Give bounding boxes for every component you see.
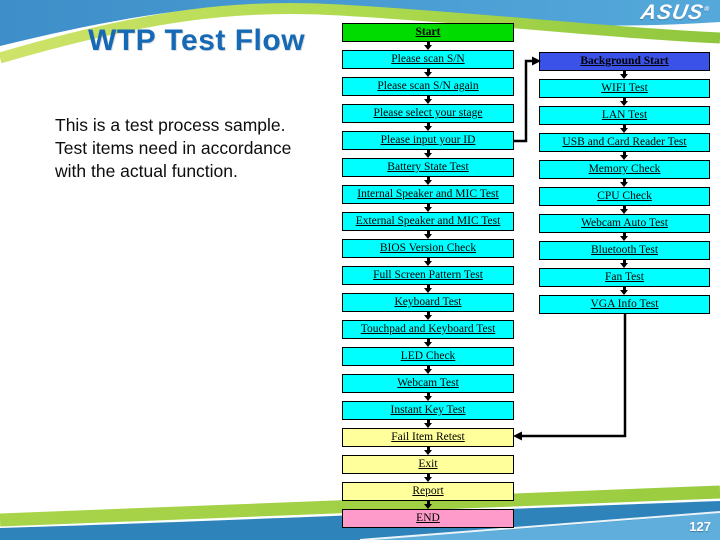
page-title: WTP Test Flow — [88, 24, 306, 57]
flow-step-instant-key-test: Instant Key Test — [342, 401, 514, 420]
flow-step-external-speaker-and-mic-test: External Speaker and MIC Test — [342, 212, 514, 231]
down-arrow-icon — [342, 204, 514, 212]
down-arrow-icon — [342, 177, 514, 185]
arrowhead-left — [513, 431, 522, 441]
page-number: 127 — [689, 519, 711, 534]
note-line: with the actual function. — [55, 161, 238, 181]
note-text: This is a test process sample. Test items… — [55, 114, 291, 183]
down-arrow-icon — [539, 71, 710, 79]
flow-step-wifi-test: WIFI Test — [539, 79, 710, 98]
asus-logo: ASUS® — [639, 1, 712, 24]
flow-step-cpu-check: CPU Check — [539, 187, 710, 206]
flow-step-please-input-your-id: Please input your ID — [342, 131, 514, 150]
flow-step-usb-and-card-reader-test: USB and Card Reader Test — [539, 133, 710, 152]
flow-step-bluetooth-test: Bluetooth Test — [539, 241, 710, 260]
down-arrow-icon — [342, 366, 514, 374]
down-arrow-icon — [539, 152, 710, 160]
flow-step-bios-version-check: BIOS Version Check — [342, 239, 514, 258]
flow-step-battery-state-test: Battery State Test — [342, 158, 514, 177]
down-arrow-icon — [342, 258, 514, 266]
flow-step-webcam-test: Webcam Test — [342, 374, 514, 393]
flow-step-please-scan-s-n-again: Please scan S/N again — [342, 77, 514, 96]
down-arrow-icon — [539, 125, 710, 133]
flow-step-webcam-auto-test: Webcam Auto Test — [539, 214, 710, 233]
flow-step-lan-test: LAN Test — [539, 106, 710, 125]
down-arrow-icon — [539, 233, 710, 241]
down-arrow-icon — [539, 179, 710, 187]
down-arrow-icon — [342, 231, 514, 239]
flow-step-background-start: Background Start — [539, 52, 710, 71]
down-arrow-icon — [342, 150, 514, 158]
down-arrow-icon — [539, 98, 710, 106]
note-line: This is a test process sample. — [55, 115, 286, 135]
connector-input-id-to-background-start — [514, 59, 532, 143]
down-arrow-icon — [342, 96, 514, 104]
flow-step-start: Start — [342, 23, 514, 42]
flow-step-led-check: LED Check — [342, 347, 514, 366]
flow-step-fail-item-retest: Fail Item Retest — [342, 428, 514, 447]
down-arrow-icon — [342, 123, 514, 131]
registered-mark: ® — [703, 6, 712, 13]
flow-step-please-select-your-stage: Please select your stage — [342, 104, 514, 123]
flow-step-fan-test: Fan Test — [539, 268, 710, 287]
down-arrow-icon — [342, 474, 514, 482]
flow-step-full-screen-pattern-test: Full Screen Pattern Test — [342, 266, 514, 285]
down-arrow-icon — [342, 42, 514, 50]
flow-step-vga-info-test: VGA Info Test — [539, 295, 710, 314]
flow-step-please-scan-s-n: Please scan S/N — [342, 50, 514, 69]
down-arrow-icon — [539, 206, 710, 214]
down-arrow-icon — [342, 420, 514, 428]
down-arrow-icon — [342, 501, 514, 509]
down-arrow-icon — [342, 447, 514, 455]
down-arrow-icon — [539, 260, 710, 268]
down-arrow-icon — [342, 69, 514, 77]
down-arrow-icon — [342, 312, 514, 320]
flow-step-memory-check: Memory Check — [539, 160, 710, 179]
flow-step-exit: Exit — [342, 455, 514, 474]
down-arrow-icon — [342, 285, 514, 293]
down-arrow-icon — [342, 393, 514, 401]
down-arrow-icon — [342, 339, 514, 347]
flow-step-report: Report — [342, 482, 514, 501]
flow-step-end: END — [342, 509, 514, 528]
flow-step-keyboard-test: Keyboard Test — [342, 293, 514, 312]
note-line: Test items need in accordance — [55, 138, 292, 158]
flow-step-internal-speaker-and-mic-test: Internal Speaker and MIC Test — [342, 185, 514, 204]
connector-vga-info-to-fail-item-retest — [522, 314, 627, 438]
flow-step-touchpad-and-keyboard-test: Touchpad and Keyboard Test — [342, 320, 514, 339]
down-arrow-icon — [539, 287, 710, 295]
